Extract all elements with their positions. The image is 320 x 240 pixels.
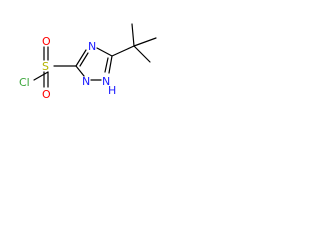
bond-c5-n1-a [108, 55, 113, 74]
atom-sulfur: S [42, 60, 49, 73]
atom-hydrogen-nh: H [108, 84, 116, 97]
bond-n2-c3 [75, 65, 85, 77]
bond-c5-n1-b [104, 57, 109, 73]
atom-nitrogen-bottom: N [82, 75, 90, 88]
atom-oxygen-top: O [42, 35, 51, 48]
bond-cq-me1 [131, 23, 135, 47]
bond-c3-n4-a [75, 49, 87, 67]
atom-chlorine: Cl [19, 76, 30, 89]
bonds [33, 23, 157, 88]
bond-c5-cq [111, 45, 135, 57]
atom-nitrogen-top: N [88, 40, 96, 53]
bond-n4-c5 [96, 47, 113, 57]
bond-cq-me3 [133, 45, 151, 63]
molecule-diagram: Cl S O O N N N H [0, 0, 185, 112]
atom-oxygen-bottom: O [42, 88, 51, 101]
atom-nitrogen-nh: N [102, 75, 110, 88]
molecule-structure: Cl S O O N N N H [19, 23, 157, 101]
bond-s-cl [33, 71, 49, 81]
bond-c3-n4-b [79, 52, 89, 67]
bond-cq-me2 [133, 37, 157, 47]
